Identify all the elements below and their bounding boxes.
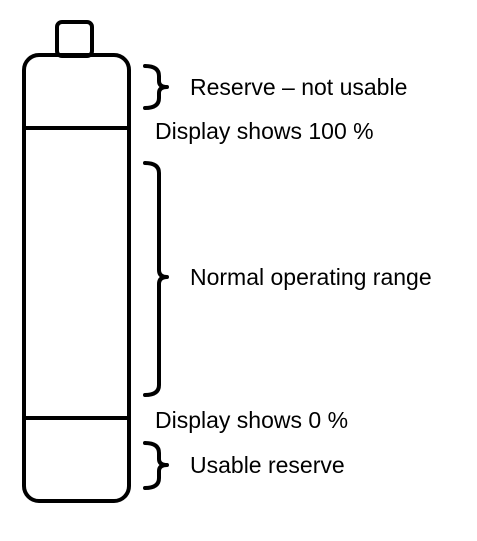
label-usable-reserve: Usable reserve xyxy=(190,452,345,478)
label-display-100: Display shows 100 % xyxy=(155,118,374,144)
battery-icon xyxy=(22,20,131,503)
brace-usable-reserve xyxy=(143,441,169,490)
label-display-0: Display shows 0 % xyxy=(155,407,348,433)
brace-normal-range xyxy=(143,161,169,397)
battery-terminal xyxy=(55,20,94,58)
brace-reserve-not-usable xyxy=(143,64,169,110)
label-normal-range: Normal operating range xyxy=(190,264,432,290)
battery-body xyxy=(22,53,131,503)
label-reserve-not-usable: Reserve – not usable xyxy=(190,74,407,100)
